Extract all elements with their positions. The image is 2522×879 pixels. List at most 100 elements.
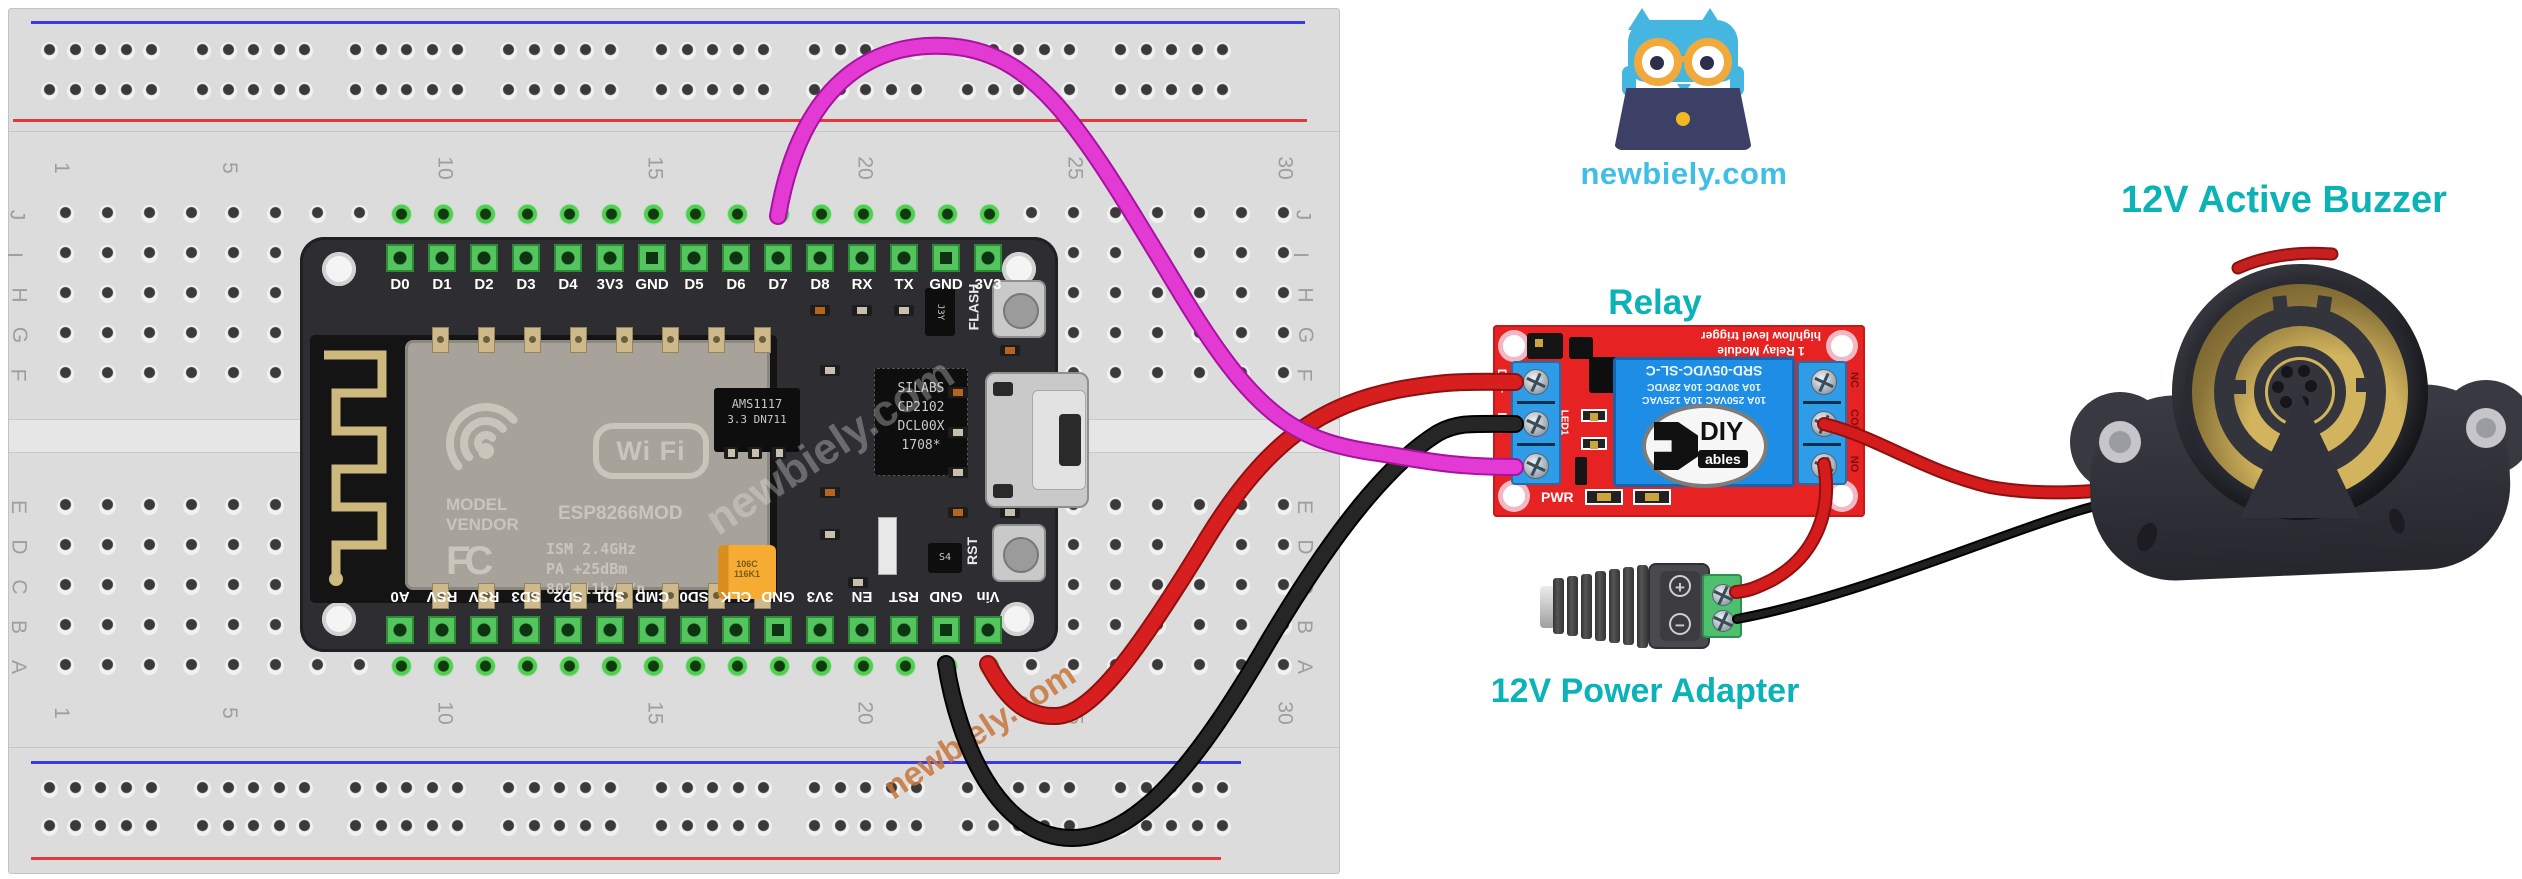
breadboard-hole [857, 780, 874, 798]
smd-component [810, 305, 830, 316]
pin-label-D2: D2 [474, 276, 494, 293]
breadboard-hole [99, 537, 116, 555]
breadboard-hole [704, 780, 721, 798]
breadboard-hole-connected [727, 204, 748, 225]
breadboard-hole [66, 780, 84, 798]
buzzer [2060, 240, 2522, 585]
breadboard-hole [267, 497, 284, 515]
rst-button[interactable] [992, 524, 1046, 582]
breadboard-hole [347, 42, 364, 60]
esp-pad [524, 327, 541, 353]
breadboard-hole [1061, 780, 1078, 798]
pin-GND [638, 244, 666, 272]
breadboard-hole-connected [895, 656, 916, 677]
breadboard-hole-connected [433, 204, 454, 225]
barrel-rib [1637, 564, 1648, 648]
breadboard-hole [551, 780, 568, 798]
newbiely-logo: newbiely.com [1581, 8, 1787, 191]
breadboard-hole [1149, 577, 1166, 595]
breadboard-hole-connected [853, 204, 874, 225]
breadboard-hole [267, 365, 284, 383]
breadboard-hole [551, 82, 568, 100]
barrel-rib [1595, 571, 1606, 641]
laptop-dot-icon [1676, 112, 1690, 126]
breadboard-hole [882, 818, 900, 836]
breadboard-hole [984, 818, 1002, 836]
pin-SD2 [554, 616, 582, 644]
breadboard-hole [347, 780, 364, 798]
breadboard-hole [372, 42, 390, 60]
pin-label-GND: GND [635, 276, 669, 293]
vendor-label: VENDOR [446, 515, 519, 534]
breadboard-hole [1065, 245, 1082, 263]
breadboard-hole [1275, 497, 1292, 515]
barrel-rib [1581, 573, 1592, 639]
breadboard-hole [1023, 657, 1040, 675]
flash-button[interactable] [992, 280, 1046, 338]
signal-wire-d7-to-in [771, 38, 1522, 474]
breadboard-hole [1188, 82, 1206, 100]
esp-pad [616, 327, 633, 353]
smd-resistor [1581, 437, 1607, 450]
breadboard-hole [1275, 205, 1292, 223]
breadboard-hole [225, 325, 242, 343]
breadboard-hole [1065, 657, 1082, 675]
pin-SD0 [680, 616, 708, 644]
breadboard-hole [1191, 497, 1208, 515]
breadboard-hole [267, 245, 284, 263]
breadboard-hole [1107, 365, 1124, 383]
breadboard-hole [1188, 42, 1206, 60]
breadboard-hole [653, 780, 670, 798]
breadboard-hole [225, 285, 242, 303]
buzzer-hole [2305, 380, 2317, 392]
top-positive-rail-line [13, 119, 1307, 122]
breadboard-hole [1149, 657, 1166, 675]
breadboard-hole [908, 780, 925, 798]
breadboard-hole [653, 818, 670, 836]
wifi-logo-icon [446, 403, 518, 471]
breadboard-hole [1107, 285, 1124, 303]
breadboard-hole [225, 205, 242, 223]
breadboard-hole [1214, 82, 1231, 100]
breadboard-hole [183, 577, 200, 595]
breadboard-hole [576, 780, 594, 798]
breadboard-hole [225, 365, 242, 383]
signal-wire-d7-to-in [769, 36, 1524, 476]
breadboard-hole-connected [559, 204, 580, 225]
breadboard-hole [1233, 617, 1250, 635]
power-adapter-label: 12V Power Adapter [1490, 672, 1800, 710]
breadboard-hole [1188, 818, 1206, 836]
breadboard-hole [225, 657, 242, 675]
breadboard-hole [1010, 42, 1027, 60]
breadboard-hole [1163, 818, 1180, 836]
breadboard-hole [267, 617, 284, 635]
esp-pad [478, 327, 495, 353]
breadboard-hole [1010, 82, 1027, 100]
breadboard-hole [729, 42, 747, 60]
breadboard-hole [117, 42, 135, 60]
esp-pad [570, 583, 587, 609]
breadboard-hole [99, 577, 116, 595]
breadboard-hole [1275, 325, 1292, 343]
breadboard-hole [1107, 325, 1124, 343]
breadboard-hole [99, 325, 116, 343]
breadboard-hole [755, 42, 772, 60]
breadboard-hole [57, 285, 74, 303]
breadboard-hole [755, 780, 772, 798]
breadboard-hole [270, 82, 288, 100]
breadboard-hole [398, 780, 415, 798]
breadboard-hole [857, 818, 874, 836]
model-label: MODEL [446, 495, 508, 514]
pin-label-RX: RX [851, 276, 873, 293]
breadboard-hole [1107, 497, 1124, 515]
smd-component [1000, 345, 1020, 356]
breadboard-hole [602, 82, 619, 100]
mounting-hole-icon [1831, 335, 1853, 357]
ground-wire-gnd-to-dcminus [939, 416, 1522, 846]
breadboard-hole-connected [643, 656, 664, 677]
breadboard-hole [678, 42, 696, 60]
breadboard-hole [99, 205, 116, 223]
breadboard-hole [678, 818, 696, 836]
pin-D5 [680, 244, 708, 272]
breadboard-hole-connected [517, 656, 538, 677]
